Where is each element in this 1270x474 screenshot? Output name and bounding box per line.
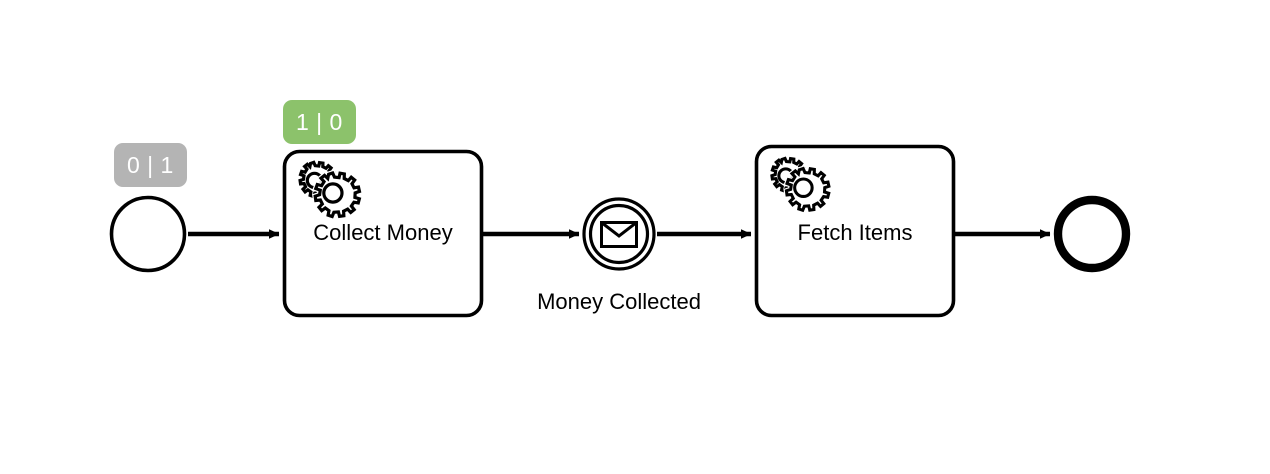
end-event-shape[interactable] [1053,195,1131,273]
start-event[interactable] [110,196,186,272]
gears-icon [770,156,833,214]
gears-icon [298,160,363,221]
task-label-fetch-items: Fetch Items [797,220,913,245]
start-event-circle [109,195,187,273]
fetch-items-task-shape[interactable] [754,144,956,318]
token-badge-start-event[interactable]: 0 | 1 [114,143,187,187]
event-label-money-collected: Money Collected [537,289,701,314]
end-event[interactable] [1054,196,1130,272]
task-label-collect-money: Collect Money [313,220,453,245]
envelope-icon [600,221,638,248]
money-collected-event-shape[interactable] [582,197,656,271]
start-event-shape[interactable] [109,195,187,273]
collect-money-task-shape[interactable] [282,149,484,318]
token-badge-collect-money[interactable]: 1 | 0 [283,100,356,144]
end-event-circle [1053,195,1131,273]
event-money-collected[interactable] [583,198,655,270]
